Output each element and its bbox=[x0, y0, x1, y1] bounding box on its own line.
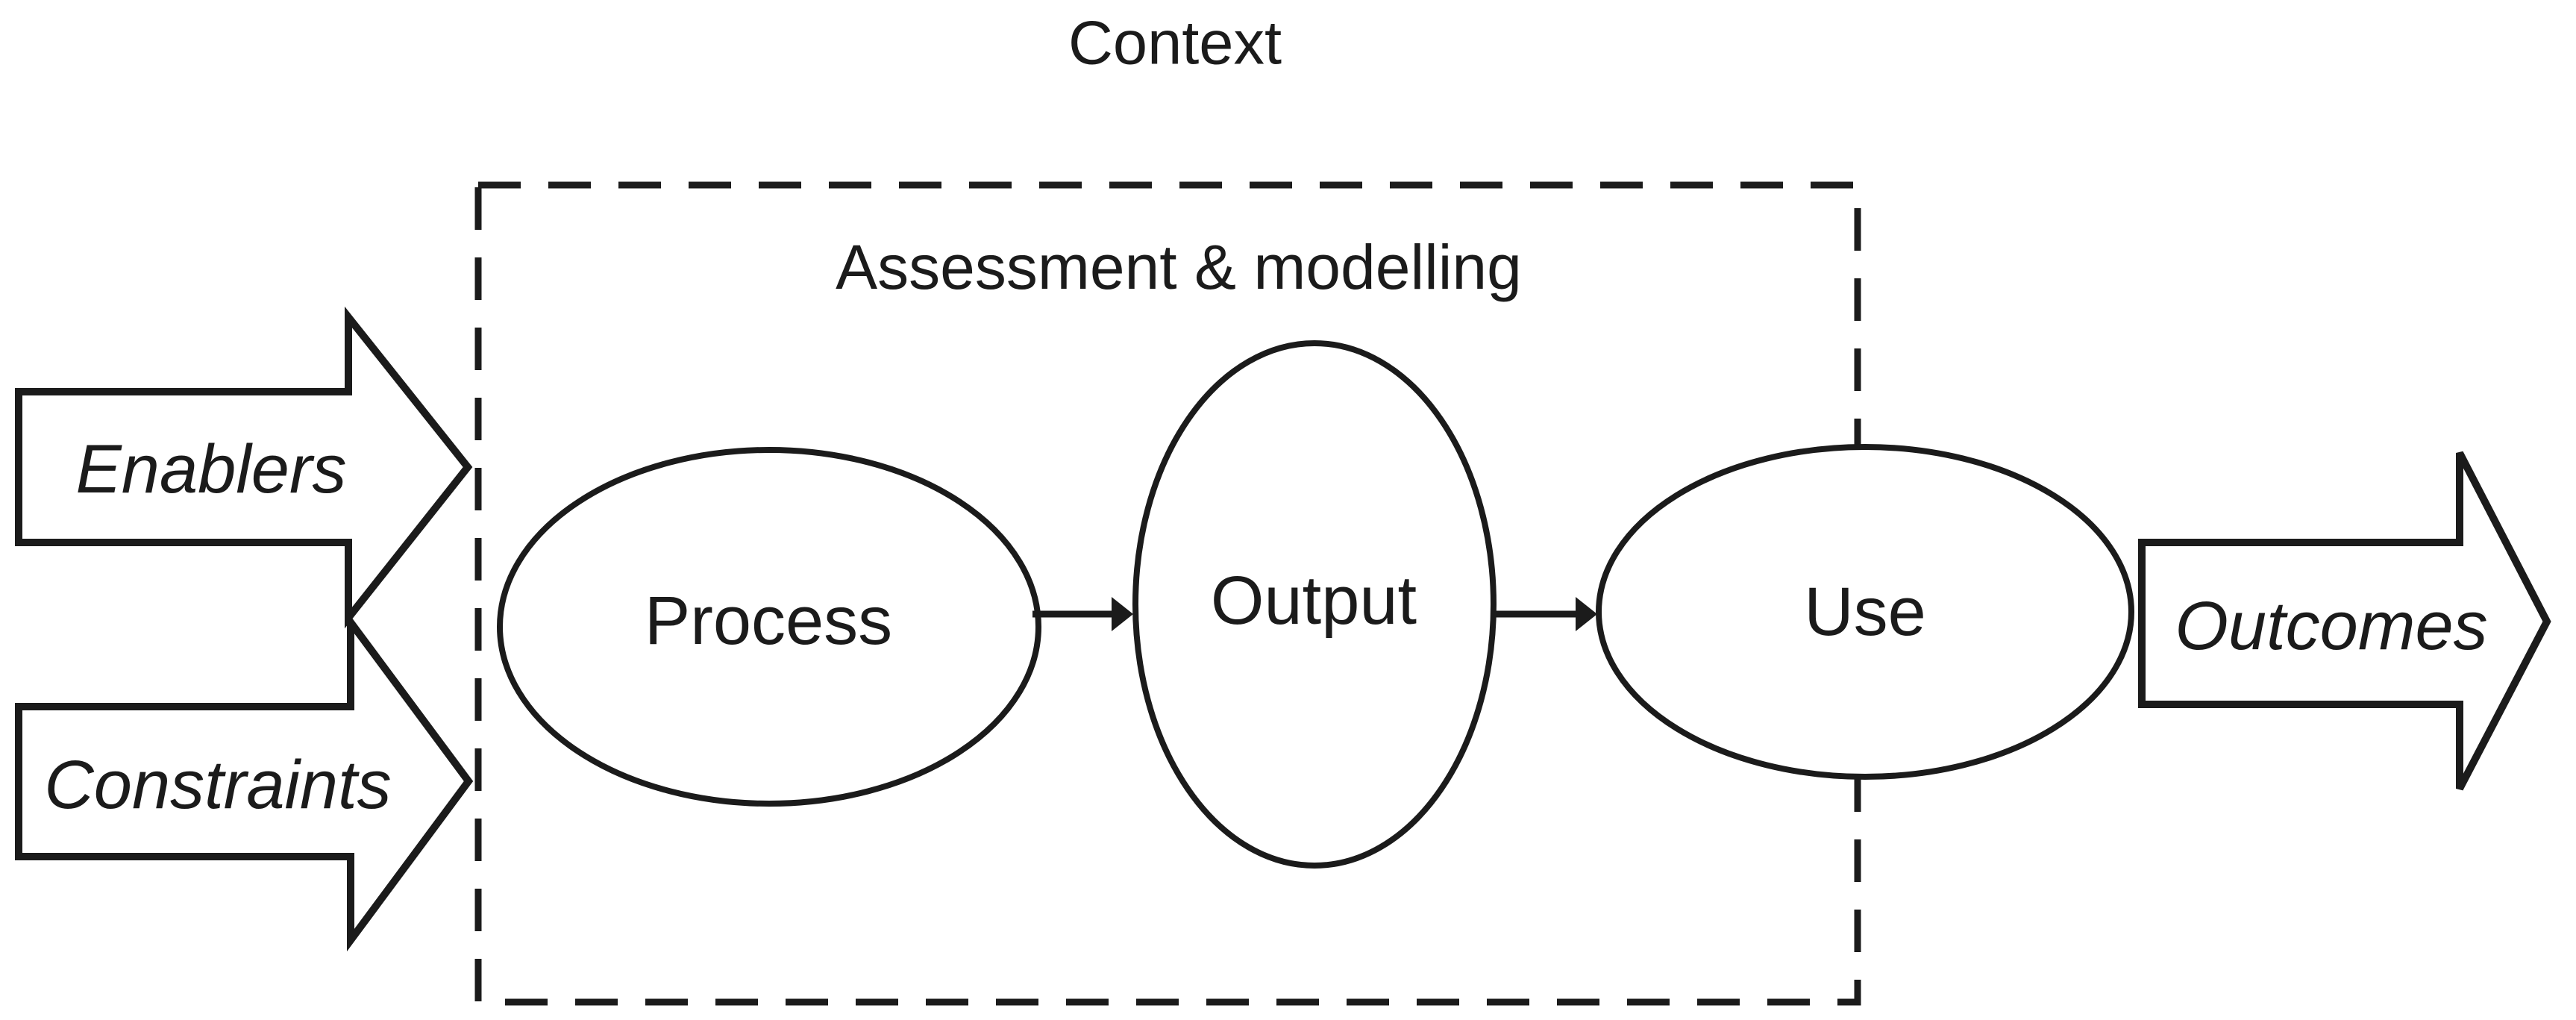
use-node-label: Use bbox=[1804, 574, 1926, 650]
constraints-arrow-label: Constraints bbox=[44, 747, 391, 823]
output-to-use-arrowhead bbox=[1576, 597, 1597, 631]
enablers-arrow-label: Enablers bbox=[75, 431, 346, 507]
output-node bbox=[1132, 340, 1497, 869]
outcomes-arrow-label: Outcomes bbox=[2175, 588, 2487, 664]
process-node bbox=[497, 447, 1041, 807]
enablers-arrow bbox=[15, 306, 473, 629]
context-label: Context bbox=[1068, 8, 1282, 78]
constraints-arrow bbox=[15, 610, 474, 952]
output-node-label: Output bbox=[1211, 563, 1417, 639]
process-node-label: Process bbox=[645, 583, 892, 659]
outcomes-arrow bbox=[2138, 451, 2551, 791]
process-to-output-arrowhead bbox=[1112, 597, 1133, 631]
use-node bbox=[1596, 444, 2134, 780]
assessment-box-label: Assessment & modelling bbox=[836, 232, 1522, 302]
